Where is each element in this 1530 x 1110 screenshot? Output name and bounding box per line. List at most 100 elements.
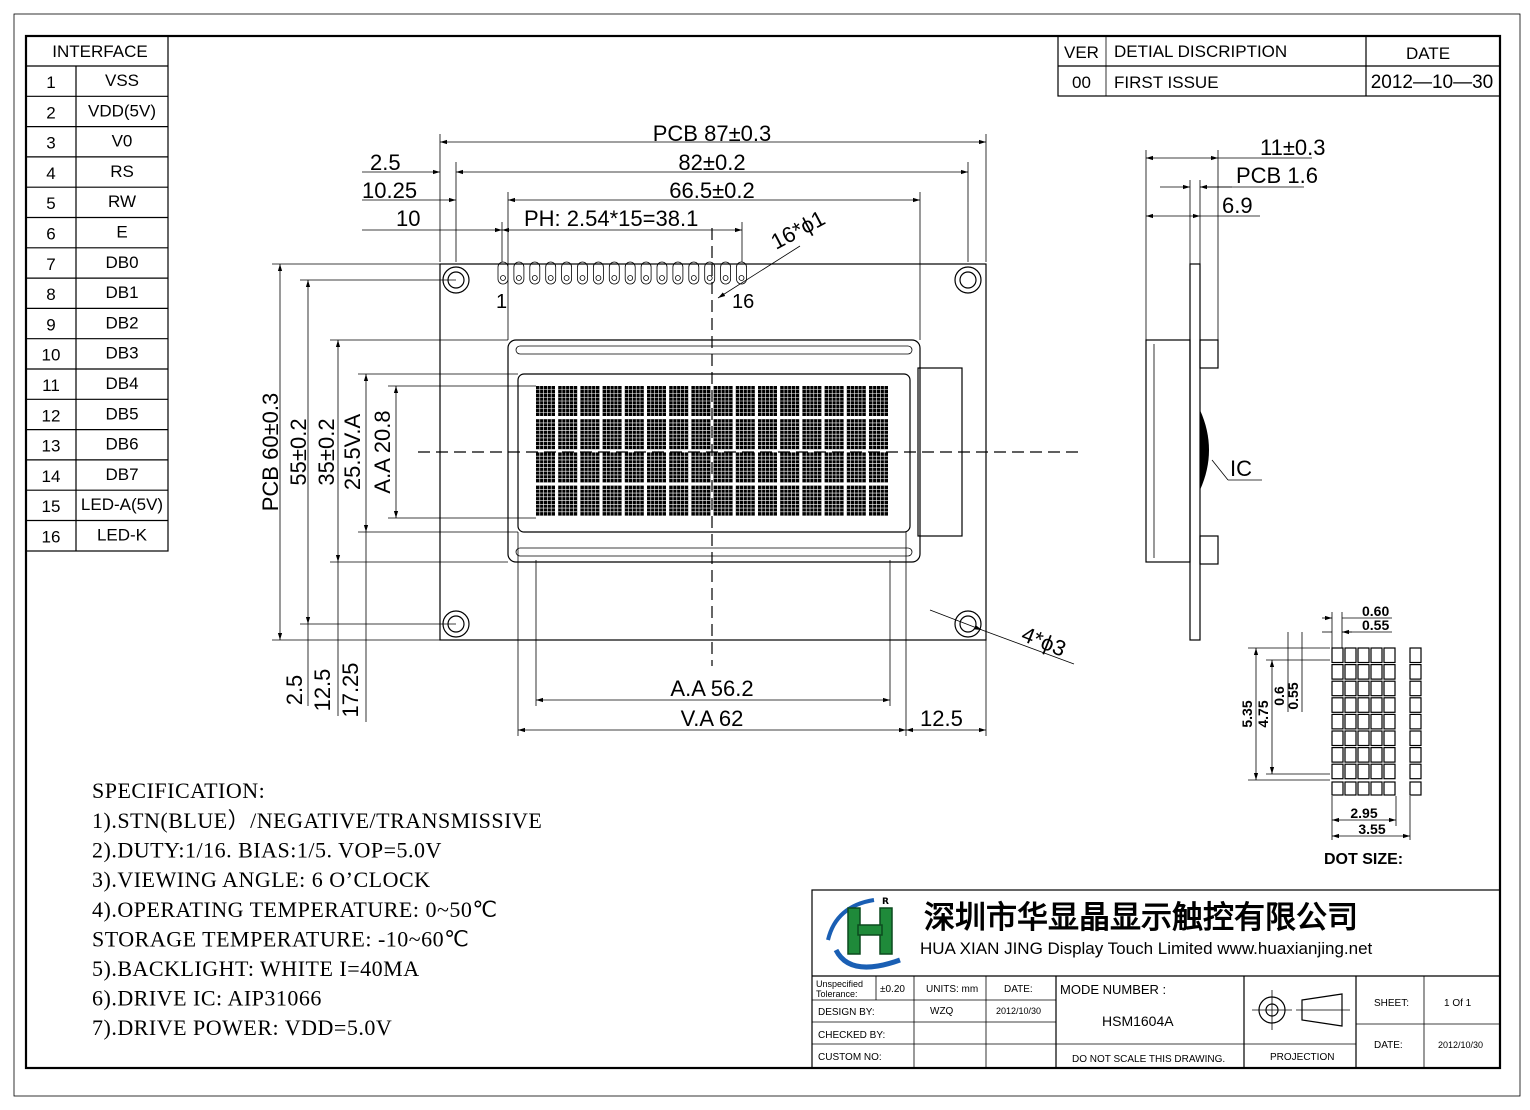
dim-left-10-25: 10.25 (362, 178, 417, 203)
dim-82: 82±0.2 (678, 150, 745, 175)
pin-name: E (116, 223, 127, 242)
dim-left-2-5: 2.5 (370, 150, 401, 175)
pin-name: LED-K (97, 526, 148, 545)
dim-bottom-17-25: 17.25 (338, 662, 363, 717)
spec-line: 1).STN(BLUE）/NEGATIVE/TRANSMISSIVE (92, 808, 542, 833)
pin-number: 8 (46, 285, 55, 304)
designer-value: WZQ (930, 1006, 954, 1017)
dot-dim-4-75: 4.75 (1255, 700, 1271, 727)
projection-label: PROJECTION (1270, 1052, 1334, 1063)
pin-number: 4 (46, 164, 55, 183)
revision-table: VER DETIAL DISCRIPTION DATE 00 FIRST ISS… (1057, 35, 1501, 97)
pin-number: 9 (46, 315, 55, 334)
pin-name: RW (108, 192, 136, 211)
dot-dim-3-55: 3.55 (1358, 821, 1385, 837)
checked-by-label: CHECKED BY: (818, 1030, 885, 1041)
dim-66-5: 66.5±0.2 (669, 178, 754, 203)
date2-label: DATE: (1374, 1040, 1403, 1051)
pin-name: DB0 (105, 253, 138, 272)
dim-right-12-5: 12.5 (920, 706, 963, 731)
pin-name: V0 (112, 132, 133, 151)
pin-16-label: 16 (732, 291, 754, 313)
interface-title: INTERFACE (52, 42, 147, 61)
mode-number-value: HSM1604A (1102, 1013, 1174, 1029)
sheet-border-outer (13, 13, 1521, 1097)
design-date-value: 2012/10/30 (996, 1006, 1041, 1016)
rev-header-date: DATE (1406, 44, 1450, 63)
pin-number: 10 (42, 346, 61, 365)
date2-value: 2012/10/30 (1438, 1040, 1483, 1050)
pin-name: RS (110, 162, 134, 181)
pin-pads (497, 261, 747, 285)
spec-line: 7).DRIVE POWER: VDD=5.0V (92, 1015, 392, 1040)
dim-va-62: V.A 62 (681, 706, 744, 731)
pin-number: 2 (46, 103, 55, 122)
dot-dim-0-55: 0.55 (1362, 617, 1389, 633)
bezel-outer (507, 339, 921, 563)
spec-line: 2).DUTY:1/16. BIAS:1/5. VOP=5.0V (92, 838, 442, 863)
pin-name: DB7 (105, 465, 138, 484)
dim-side-pcb: PCB 1.6 (1236, 163, 1318, 188)
pin-number: 3 (46, 134, 55, 153)
side-view: IC 11±0.3 PCB 1.6 6.9 (1145, 135, 1326, 641)
projection-symbol-icon (1252, 990, 1350, 1030)
pin-name: DB6 (105, 435, 138, 454)
pin-number: 16 (42, 528, 61, 547)
design-by-label: DESIGN BY: (818, 1007, 875, 1018)
specification: SPECIFICATION: 1).STN(BLUE）/NEGATIVE/TRA… (92, 778, 542, 1040)
pin-number: 5 (46, 194, 55, 213)
mode-number-label: MODE NUMBER : (1060, 982, 1166, 997)
dot-dim-0-60: 0.60 (1362, 603, 1389, 619)
tolerance-label: Tolerance: (816, 989, 858, 999)
pin-number: 15 (42, 497, 61, 516)
dim-mount-holes: 4*ϕ3 (1018, 621, 1069, 661)
company-name-cn: 深圳市华显晶显示触控有限公司 (924, 900, 1358, 936)
rev-date: 2012—10—30 (1371, 72, 1494, 93)
dim-bottom-12-5: 12.5 (310, 669, 335, 712)
date-label: DATE: (1004, 984, 1033, 995)
rev-header-ver: VER (1064, 43, 1099, 62)
units-label: UNITS: mm (926, 984, 978, 995)
tolerance-value: ±0.20 (880, 984, 905, 995)
pin-name: DB4 (105, 374, 138, 393)
dot-size-label: DOT SIZE: (1324, 851, 1403, 868)
sheet-value: 1 Of 1 (1444, 998, 1472, 1009)
rev-ver: 00 (1072, 73, 1091, 92)
company-name-en: HUA XIAN JING Display Touch Limited www.… (920, 939, 1373, 958)
character-grid (536, 386, 888, 516)
company-logo: R (826, 897, 901, 970)
dot-dim-5-35: 5.35 (1239, 700, 1255, 727)
pin-name: DB2 (105, 313, 138, 332)
pin-number: 7 (46, 255, 55, 274)
rev-desc: FIRST ISSUE (1114, 73, 1219, 92)
dim-25-5-va: 25.5V.A (340, 414, 365, 491)
pin-number: 12 (42, 406, 61, 425)
dim-side-11: 11±0.3 (1260, 135, 1326, 160)
sheet-border-inner (24, 34, 1502, 1070)
dim-pitch: PH: 2.54*15=38.1 (524, 206, 698, 231)
pin-name: VDD(5V) (88, 101, 156, 120)
pin-name: LED-A(5V) (81, 495, 163, 514)
pin-number: 1 (46, 73, 55, 92)
dim-55: 55±0.2 (286, 418, 311, 485)
dim-side-6-9: 6.9 (1222, 193, 1253, 218)
unspecified-label: Unspecified (816, 979, 863, 989)
spec-line: STORAGE TEMPERATURE: -10~60℃ (92, 926, 469, 951)
dot-size-detail: 0.60 0.55 5.35 4.75 0.6 0.55 2.95 3.55 D… (1239, 603, 1422, 868)
pin-number: 11 (42, 376, 60, 395)
pin-name: DB1 (105, 283, 138, 302)
spec-line: 5).BACKLIGHT: WHITE I=40MA (92, 956, 420, 981)
dim-left-10: 10 (396, 206, 420, 231)
pin-1-label: 1 (496, 291, 507, 313)
spec-line: 6).DRIVE IC: AIP31066 (92, 986, 322, 1011)
dim-20-8-aa: A.A 20.8 (370, 410, 395, 493)
dim-pcb-width: PCB 87±0.3 (653, 121, 771, 146)
spec-line: 3).VIEWING ANGLE: 6 O’CLOCK (92, 867, 431, 892)
sheet-label: SHEET: (1374, 998, 1409, 1009)
dim-pcb-height: PCB 60±0.3 (258, 393, 283, 511)
pin-name: DB3 (105, 344, 138, 363)
dim-aa-56-2: A.A 56.2 (670, 676, 753, 701)
title-block: R 深圳市华显晶显示触控有限公司 HUA XIAN JING Display T… (811, 889, 1501, 1069)
spec-title: SPECIFICATION: (92, 778, 265, 803)
